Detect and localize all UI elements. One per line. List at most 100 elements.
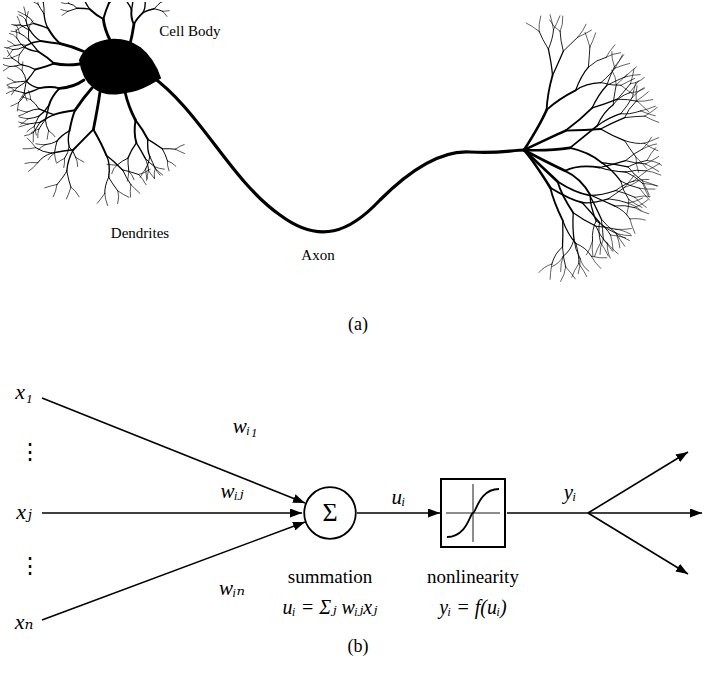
input-arrow xyxy=(42,398,305,503)
branch-line xyxy=(25,162,38,164)
branch-line xyxy=(17,17,20,25)
branch-line xyxy=(613,93,629,105)
branch-line xyxy=(130,24,134,44)
branch-line xyxy=(129,171,134,180)
branch-line xyxy=(62,11,68,15)
branch-line xyxy=(62,2,69,4)
branch-line xyxy=(643,183,658,186)
branch-line xyxy=(140,169,146,177)
branch-line xyxy=(630,219,635,234)
branch-line xyxy=(606,53,621,58)
branch-line xyxy=(37,2,38,4)
branch-line xyxy=(539,31,548,49)
branch-line xyxy=(626,170,646,172)
branch-line xyxy=(621,111,641,114)
branch-line xyxy=(8,41,15,46)
branch-line xyxy=(29,21,33,29)
branch-line xyxy=(160,2,166,3)
branch-line xyxy=(40,2,43,3)
input-name: xⱼ xyxy=(16,499,32,524)
branch-line xyxy=(27,127,34,132)
branch-line xyxy=(19,124,28,127)
branch-line xyxy=(27,109,39,112)
branch-line xyxy=(8,87,17,88)
branch-line xyxy=(642,137,651,149)
branch-line xyxy=(14,25,23,27)
branch-line xyxy=(103,19,110,40)
branch-line xyxy=(71,187,79,197)
branch-line xyxy=(548,30,553,50)
branch-line xyxy=(8,50,13,57)
branch-line xyxy=(13,47,24,50)
branch-line xyxy=(15,66,22,71)
branch-line xyxy=(588,57,606,67)
branch-line xyxy=(93,92,100,129)
branch-line xyxy=(597,114,621,126)
branch-line xyxy=(38,129,39,138)
branch-line xyxy=(634,179,649,181)
branch-line xyxy=(582,199,608,203)
branch-line xyxy=(168,161,176,166)
branch-line xyxy=(5,47,13,49)
branch-line xyxy=(638,100,653,102)
branch-line xyxy=(25,133,34,136)
branch-line xyxy=(590,33,596,47)
branch-line xyxy=(539,264,552,272)
branch-line xyxy=(640,188,650,200)
branch-line xyxy=(45,185,57,188)
branch-line xyxy=(7,86,14,91)
input-name: xₙ xyxy=(15,609,34,634)
branch-line xyxy=(18,55,19,64)
branch-line xyxy=(112,165,117,174)
branch-line xyxy=(645,138,659,144)
branch-line xyxy=(552,256,563,266)
branch-line xyxy=(621,97,633,114)
branch-line xyxy=(125,92,136,120)
branch-line xyxy=(60,44,85,52)
branch-line xyxy=(30,31,41,42)
branch-line xyxy=(570,148,602,163)
branch-line xyxy=(66,187,71,199)
branch-line xyxy=(67,171,71,187)
branch-line xyxy=(601,129,625,141)
branch-line xyxy=(548,49,552,75)
branch-line xyxy=(601,118,625,129)
branch-line xyxy=(128,143,136,158)
branch-line xyxy=(127,171,129,181)
branch-line xyxy=(167,161,169,171)
branch-line xyxy=(43,2,45,13)
branch-line xyxy=(105,177,109,193)
ellipsis: ⋮ xyxy=(19,553,41,578)
branch-line xyxy=(130,185,132,198)
branch-line xyxy=(636,92,648,101)
branch-line xyxy=(563,220,576,243)
branch-line xyxy=(49,131,55,137)
branch-line xyxy=(635,196,650,197)
branch-line xyxy=(155,167,160,176)
branch-line xyxy=(558,182,574,213)
branch-line xyxy=(131,185,140,194)
branch-line xyxy=(105,193,108,205)
branch-line xyxy=(6,91,14,94)
branch-line xyxy=(3,64,10,67)
branch-line xyxy=(630,81,639,93)
branch-line xyxy=(15,81,26,82)
neuron-drawing xyxy=(3,2,662,281)
branch-line xyxy=(562,220,564,247)
branch-line xyxy=(19,122,28,124)
branch-line xyxy=(550,188,562,221)
branch-line xyxy=(149,171,155,179)
input-arrow xyxy=(42,522,305,620)
sigmoid-symbol xyxy=(442,480,504,546)
branch-line xyxy=(566,129,601,131)
branch-line xyxy=(563,239,574,256)
branch-line xyxy=(139,175,146,185)
branch-line xyxy=(11,103,19,107)
branch-line xyxy=(590,195,602,219)
branch-line xyxy=(617,84,630,99)
branch-line xyxy=(596,226,607,243)
branch-line xyxy=(600,223,617,234)
branch-line xyxy=(628,203,641,211)
sum-symbol: Σ xyxy=(322,497,337,528)
branch-line xyxy=(592,221,596,241)
